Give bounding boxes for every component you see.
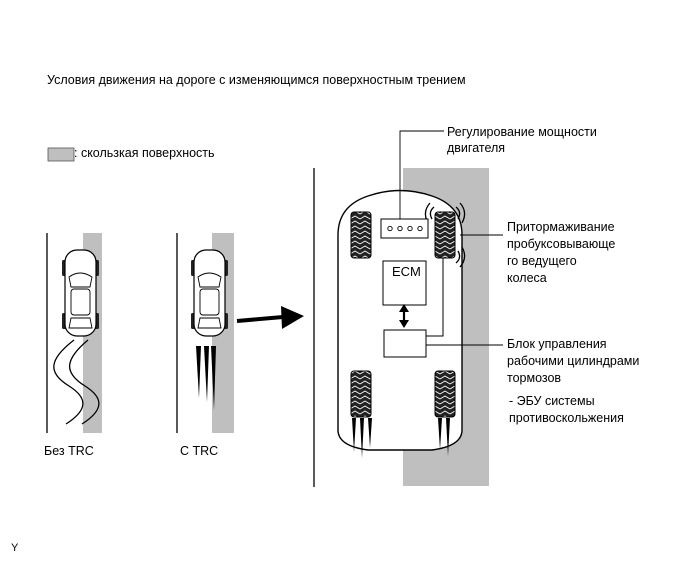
car-top-view bbox=[62, 249, 99, 337]
tire-front-left bbox=[350, 211, 372, 259]
page-title: Условия движения на дороге с изменяющимс… bbox=[47, 73, 466, 87]
unit-terminals bbox=[387, 225, 423, 232]
straight-tire-marks bbox=[196, 346, 216, 410]
zigzag-skid-track bbox=[53, 339, 100, 425]
tire-rear-left bbox=[350, 370, 372, 418]
brake-line bbox=[426, 258, 444, 337]
label-with-trc: С TRC bbox=[180, 444, 219, 458]
double-arrow-icon bbox=[399, 304, 409, 328]
callout-brake-1: Притормаживание bbox=[507, 220, 615, 234]
callout-skid-1: - ЭБУ системы bbox=[509, 394, 595, 408]
callout-brake-2: пробуксовывающе bbox=[507, 237, 616, 251]
callout-engine-power-1: Регулирование мощности bbox=[447, 125, 597, 139]
callout-brake-3: го ведущего bbox=[507, 254, 577, 268]
legend-swatch bbox=[47, 147, 75, 162]
ecm-box bbox=[382, 260, 427, 306]
rear-tire-tracks bbox=[352, 418, 450, 458]
label-without-trc: Без TRC bbox=[44, 444, 94, 458]
leader-lines bbox=[399, 130, 503, 346]
callout-actuator-1: Блок управления bbox=[507, 337, 607, 351]
legend-label: : скользкая поверхность bbox=[74, 146, 215, 160]
corner-mark: Y bbox=[11, 542, 19, 554]
tire-rear-right bbox=[434, 370, 456, 418]
car-top-view bbox=[191, 249, 228, 337]
callout-skid-2: противоскольжения bbox=[509, 411, 624, 425]
scene-with-trc bbox=[176, 233, 234, 433]
detail-view bbox=[337, 168, 489, 486]
zoom-arrow-icon bbox=[236, 306, 304, 329]
tire-front-right bbox=[434, 211, 456, 259]
engine-control-unit bbox=[380, 218, 429, 239]
ecm-label: ECM bbox=[392, 264, 421, 279]
scene-without-trc bbox=[46, 233, 102, 433]
callout-engine-power-2: двигателя bbox=[447, 141, 506, 155]
callout-brake-4: колеса bbox=[507, 271, 547, 285]
brake-actuator-box bbox=[383, 329, 427, 358]
callout-actuator-2: рабочими цилиндрами bbox=[507, 354, 640, 368]
callout-actuator-3: тормозов bbox=[507, 371, 562, 385]
